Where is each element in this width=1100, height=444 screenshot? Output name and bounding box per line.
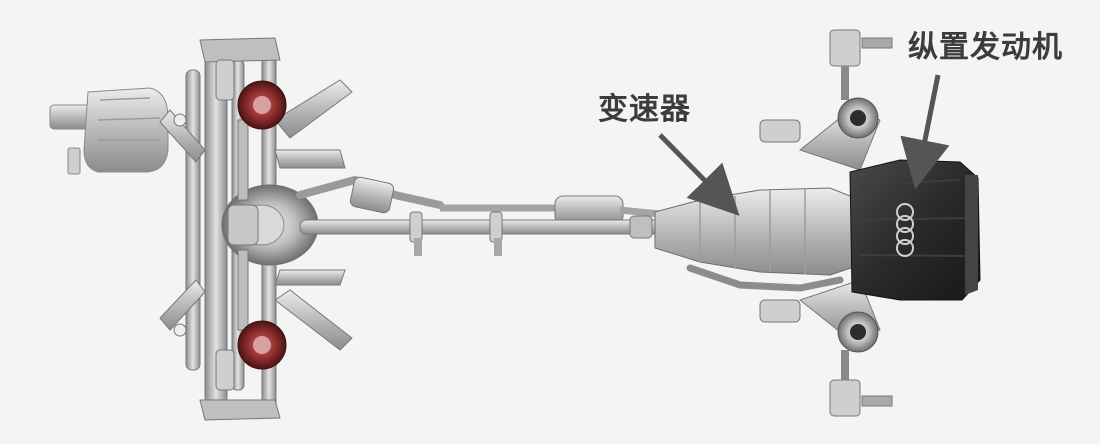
- transmission-pointer-arrow: [658, 133, 740, 216]
- transmission-label: 变速器: [598, 92, 691, 127]
- longitudinal-engine-label: 纵置发动机: [908, 30, 1063, 65]
- engine-block: [849, 159, 981, 301]
- engine-pointer-arrow: [900, 74, 950, 190]
- prop-shaft: [299, 211, 661, 256]
- rear-axle-assembly: [159, 37, 353, 421]
- exhaust-system: [296, 175, 661, 225]
- rear-muffler: [49, 87, 169, 175]
- four-rings-logo-icon: [896, 203, 914, 257]
- front-suspension: [798, 29, 893, 417]
